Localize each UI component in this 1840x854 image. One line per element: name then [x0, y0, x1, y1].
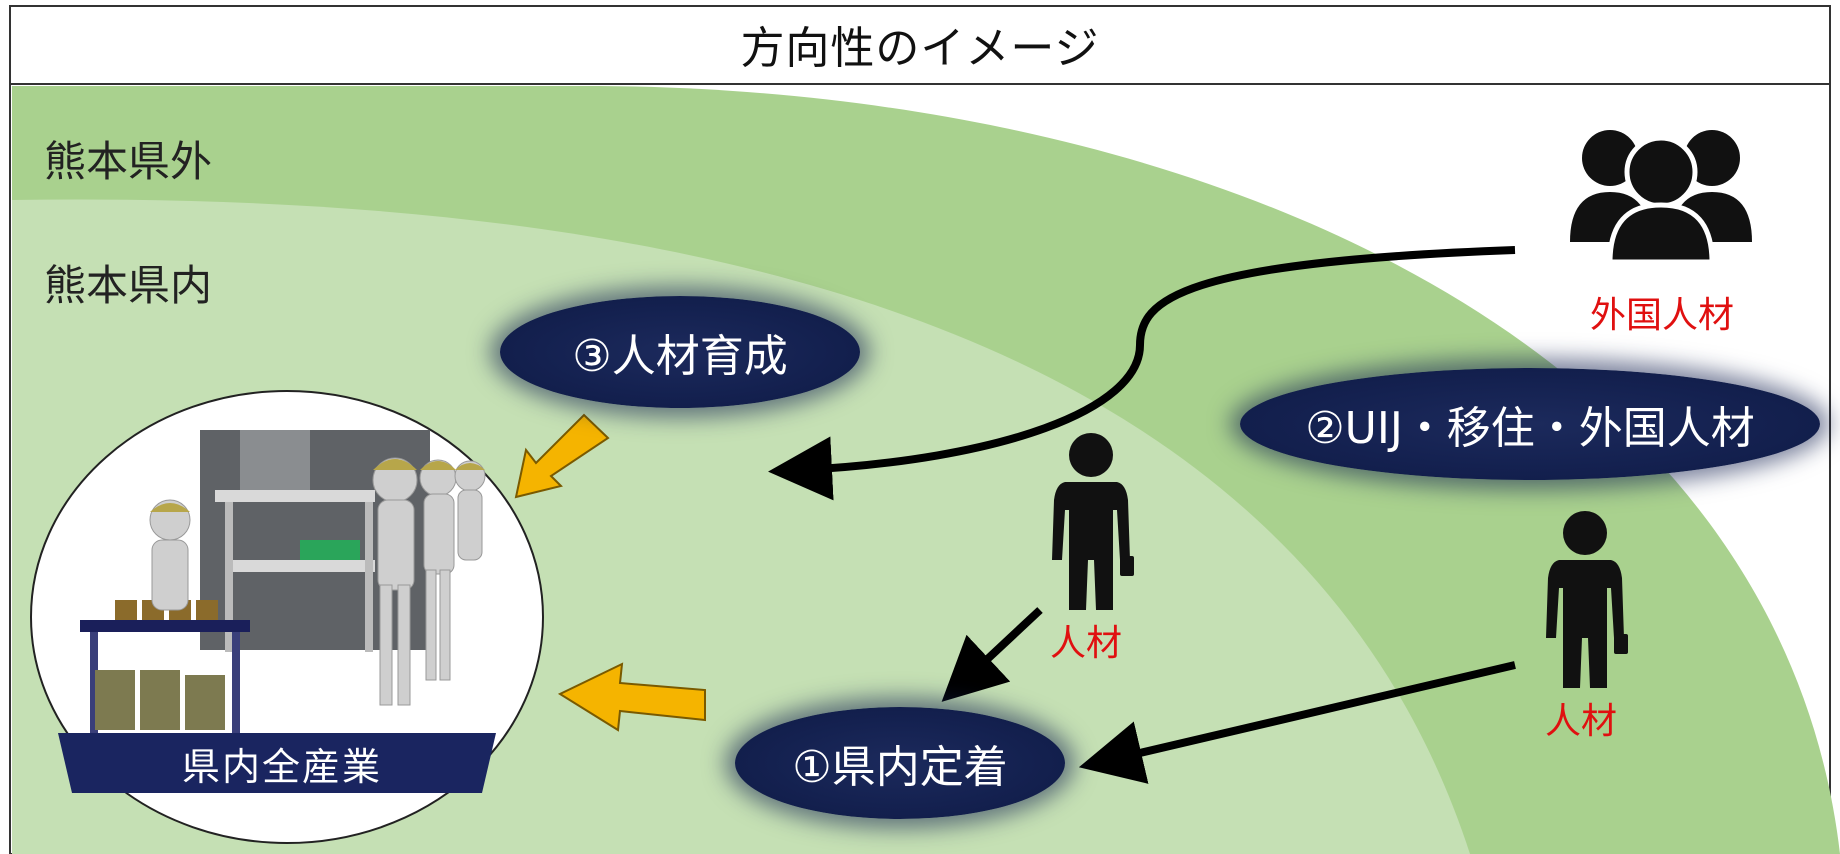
oval-settlement: ①県内定着: [735, 707, 1065, 819]
development-to-industry-arrow: [514, 413, 610, 499]
foreign-talent-arrow: [768, 246, 1516, 501]
region-label-outside: 熊本県外: [44, 137, 213, 186]
group-people-icon: [1570, 130, 1752, 265]
oval-development: ③人材育成: [500, 296, 860, 408]
settlement-to-industry-arrow: [557, 662, 706, 732]
worker-person-icon: [1052, 433, 1134, 610]
industry-circle: [30, 390, 544, 844]
industry-banner-label: 県内全産業: [181, 744, 382, 789]
industry-banner-bg: [58, 733, 496, 793]
label-talent: 人材: [1545, 701, 1618, 742]
factory-workers-illustration: [80, 430, 486, 782]
worker-person-icon: [1546, 511, 1628, 688]
oval-migration: ②UIJ・移住・外国人材: [1240, 368, 1820, 480]
label-foreign-talent: 外国人材: [1590, 295, 1735, 336]
region-label-inside: 熊本県内: [44, 261, 213, 310]
migration-to-settlement-arrow: [1078, 661, 1516, 784]
page-title: 方向性のイメージ: [740, 23, 1100, 74]
label-talent: 人材: [1050, 623, 1123, 664]
talent-to-settlement-arrow: [941, 607, 1043, 702]
